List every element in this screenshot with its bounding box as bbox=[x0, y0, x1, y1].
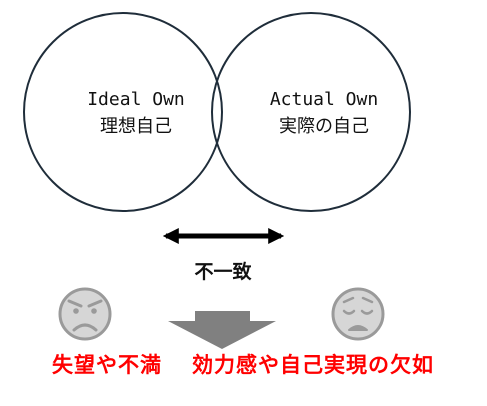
weary-face-icon bbox=[331, 287, 385, 341]
mismatch-label: 不一致 bbox=[194, 260, 252, 283]
ideal-self-label-ja: 理想自己 bbox=[100, 116, 172, 137]
actual-self-label-en: Actual Own bbox=[270, 89, 378, 110]
angry-face-icon bbox=[58, 287, 112, 341]
outcome-lack-of-efficacy-text: 効力感や自己実現の欠如 bbox=[192, 353, 434, 377]
ideal-self-circle bbox=[23, 12, 223, 212]
outcome-disappointment-text: 失望や不満 bbox=[52, 353, 162, 377]
actual-self-label-ja: 実際の自己 bbox=[279, 116, 369, 137]
actual-self-circle bbox=[211, 12, 411, 212]
down-arrow-icon bbox=[168, 311, 276, 349]
ideal-self-label-en: Ideal Own bbox=[87, 89, 185, 110]
